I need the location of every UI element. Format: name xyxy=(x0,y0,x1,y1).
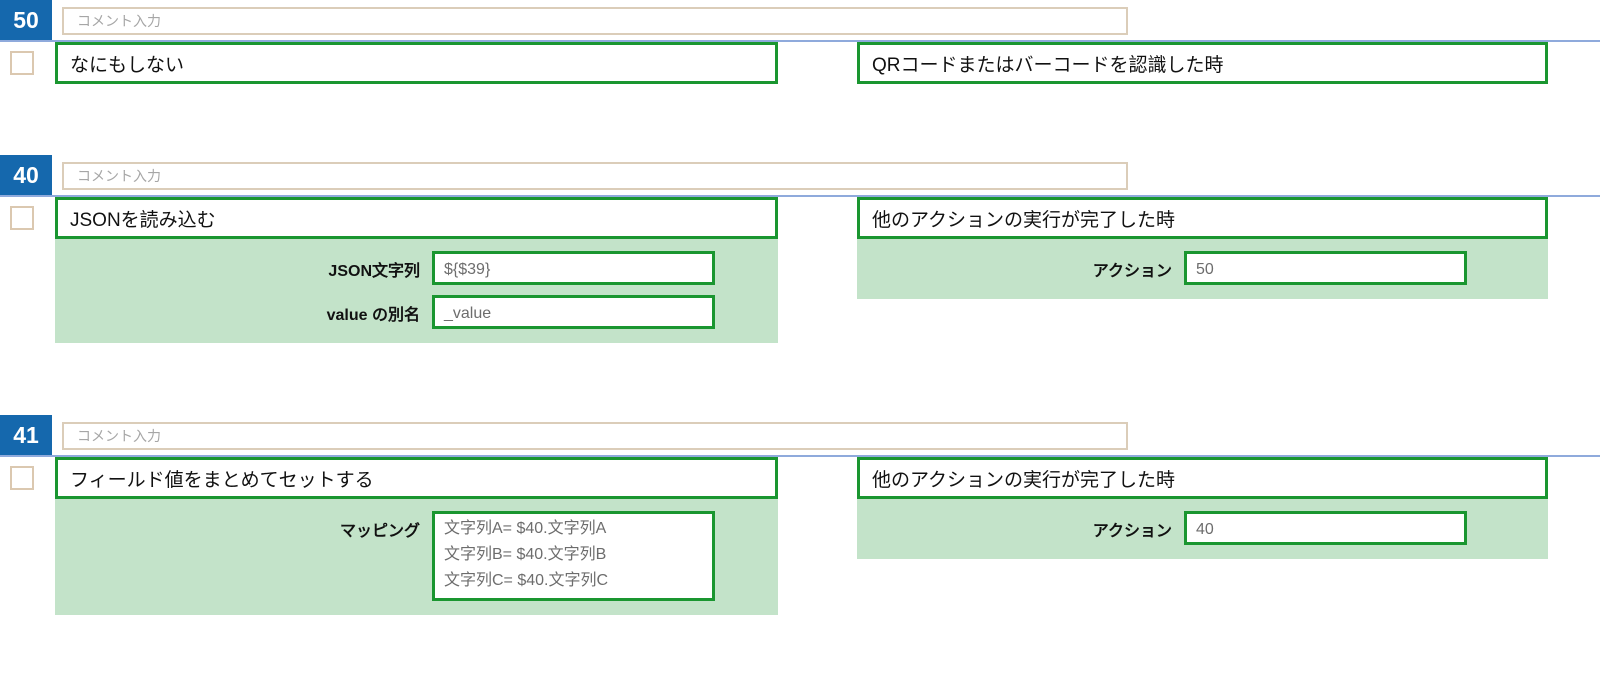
param-label: value の別名 xyxy=(326,307,420,324)
action-params-panel: JSON文字列 ${$39} value の別名 _value xyxy=(55,239,778,343)
trigger-column: 他のアクションの実行が完了した時アクション 40 xyxy=(857,457,1548,559)
block-header: 50 コメント入力 xyxy=(0,0,1600,42)
action-title-box[interactable]: フィールド値をまとめてセットする xyxy=(55,457,778,499)
param-label: マッピング xyxy=(339,523,420,540)
param-value-field[interactable]: 50 xyxy=(1184,251,1467,285)
action-title-box[interactable]: なにもしない xyxy=(55,42,778,84)
action-column: JSONを読み込む JSON文字列 ${$39} value の別名 _value xyxy=(55,197,778,343)
param-row: アクション 50 xyxy=(857,251,1548,285)
param-label: アクション xyxy=(1092,263,1172,280)
mapping-line: 文字列C= $40.文字列C xyxy=(444,572,609,589)
param-row: マッピング 文字列A= $40.文字列A 文字列B= $40.文字列B 文字列C= $… xyxy=(55,511,778,601)
header-divider xyxy=(0,195,1600,197)
block-select-checkbox[interactable] xyxy=(10,206,34,230)
trigger-params-panel: アクション 50 xyxy=(857,239,1548,299)
param-value-field[interactable]: _value xyxy=(432,295,715,329)
param-label: アクション xyxy=(1092,523,1172,540)
comment-input[interactable]: コメント入力 xyxy=(62,162,1128,190)
block-select-checkbox[interactable] xyxy=(10,51,34,75)
block-number-badge[interactable]: 40 xyxy=(0,155,52,195)
block-header: 40 コメント入力 xyxy=(0,155,1600,197)
action-block: 40 コメント入力 JSONを読み込む JSON文字列 ${$39} value の別名 _… xyxy=(0,155,1600,343)
param-value-field[interactable]: 文字列A= $40.文字列A 文字列B= $40.文字列B 文字列C= $40.文字… xyxy=(432,511,715,601)
param-row: アクション 40 xyxy=(857,511,1548,545)
mapping-line: 文字列A= $40.文字列A xyxy=(444,520,607,537)
param-value-field[interactable]: 40 xyxy=(1184,511,1467,545)
param-label: JSON文字列 xyxy=(328,263,420,280)
param-value-field[interactable]: ${$39} xyxy=(432,251,715,285)
trigger-column: QRコードまたはバーコードを認識した時 xyxy=(857,42,1548,84)
comment-input[interactable]: コメント入力 xyxy=(62,7,1128,35)
trigger-title-box[interactable]: QRコードまたはバーコードを認識した時 xyxy=(857,42,1548,84)
param-row: value の別名 _value xyxy=(55,295,778,329)
action-title-box[interactable]: JSONを読み込む xyxy=(55,197,778,239)
trigger-title-box[interactable]: 他のアクションの実行が完了した時 xyxy=(857,197,1548,239)
block-select-checkbox[interactable] xyxy=(10,466,34,490)
trigger-title-box[interactable]: 他のアクションの実行が完了した時 xyxy=(857,457,1548,499)
header-divider xyxy=(0,40,1600,42)
trigger-column: 他のアクションの実行が完了した時アクション 50 xyxy=(857,197,1548,299)
mapping-line: 文字列B= $40.文字列B xyxy=(444,546,607,563)
trigger-params-panel: アクション 40 xyxy=(857,499,1548,559)
block-number-badge[interactable]: 41 xyxy=(0,415,52,455)
action-column: フィールド値をまとめてセットするマッピング 文字列A= $40.文字列A 文字列B=… xyxy=(55,457,778,615)
param-row: JSON文字列 ${$39} xyxy=(55,251,778,285)
block-number-badge[interactable]: 50 xyxy=(0,0,52,40)
action-params-panel: マッピング 文字列A= $40.文字列A 文字列B= $40.文字列B 文字列C= $… xyxy=(55,499,778,615)
action-block: 50 コメント入力なにもしない QRコードまたはバーコードを認識した時 xyxy=(0,0,1600,84)
comment-input[interactable]: コメント入力 xyxy=(62,422,1128,450)
action-column: なにもしない xyxy=(55,42,778,84)
header-divider xyxy=(0,455,1600,457)
block-header: 41 コメント入力 xyxy=(0,415,1600,457)
